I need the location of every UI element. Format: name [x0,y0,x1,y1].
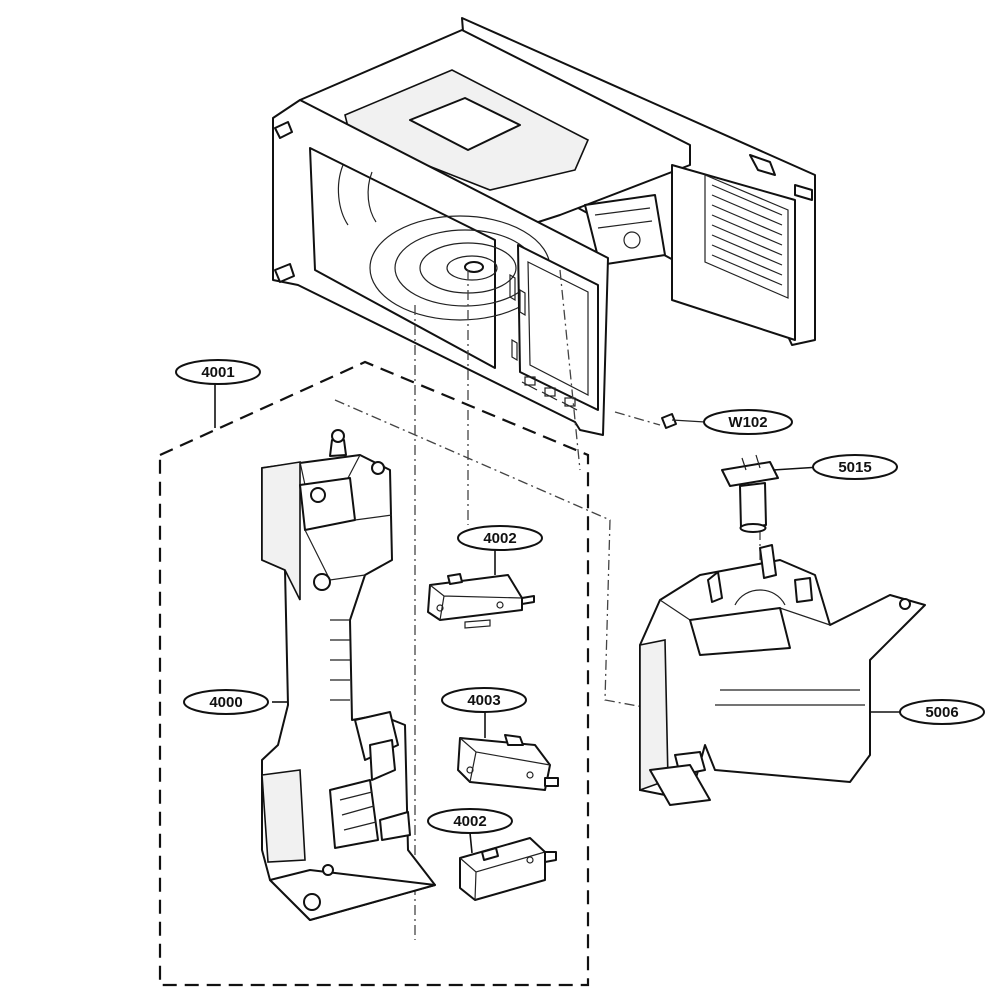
callout-4002-upper: 4002 [457,525,543,551]
part-number-4003: 4003 [467,692,500,709]
callout-4000: 4000 [183,689,269,715]
callout-4001: 4001 [175,359,261,385]
assembly-4001-boundary [158,360,590,987]
microswitch-4002-lower [459,837,557,901]
latch-holder-4000 [261,429,436,921]
screw-W102 [661,413,706,429]
part-number-W102: W102 [728,414,767,431]
part-number-4002-upper: 4002 [483,530,516,547]
lamp-5015 [721,454,779,533]
callout-4002-lower: 4002 [427,808,513,834]
microswitch-4003 [457,734,559,791]
microwave-cavity-assembly [272,17,816,436]
microswitch-4002-upper [427,573,535,629]
magnetron [584,194,666,266]
callout-4003: 4003 [441,687,527,713]
callout-W102: W102 [703,409,793,435]
vent-grille [704,174,789,299]
leader-4002-lower [469,832,473,854]
callout-5006: 5006 [899,699,985,725]
callout-5015: 5015 [812,454,898,480]
part-number-4002-lower: 4002 [453,813,486,830]
part-number-5006: 5006 [925,704,958,721]
part-number-4000: 4000 [209,694,242,711]
lamp-holder-5006 [639,544,926,806]
part-number-5015: 5015 [838,459,871,476]
part-number-4001: 4001 [201,364,234,381]
